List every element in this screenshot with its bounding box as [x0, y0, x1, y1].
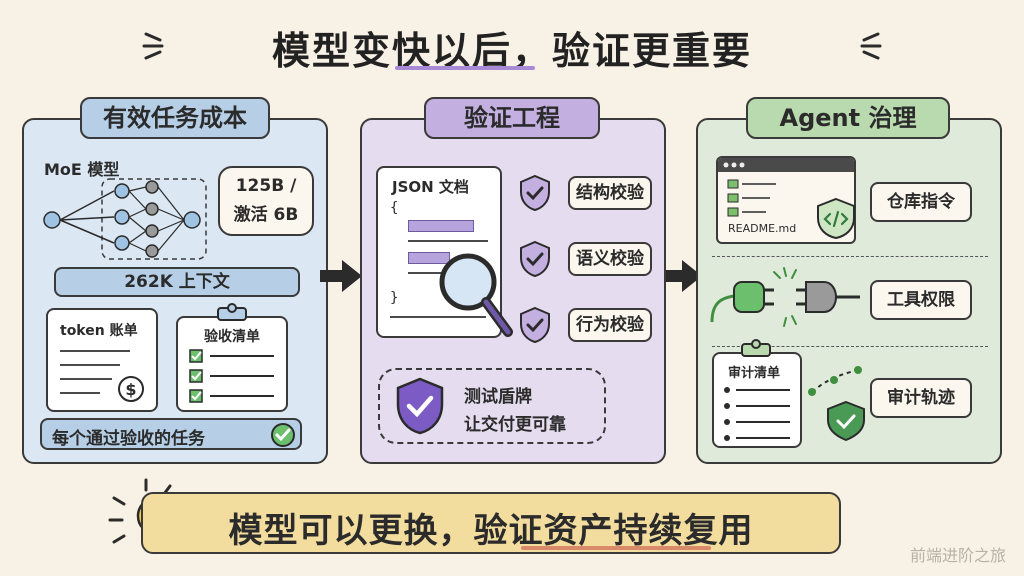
item-repo-instructions: 仓库指令	[870, 182, 972, 222]
token-ledger-card: token 账单 $	[46, 308, 158, 412]
params-line-1: 125B /	[235, 176, 297, 196]
acceptance-list-card: 验收清单	[176, 316, 288, 412]
window-dots-icon	[723, 162, 745, 168]
panel-header-task-cost: 有效任务成本	[80, 97, 270, 139]
title-area: 模型变快以后，验证更重要	[142, 14, 882, 74]
token-ledger-title: token 账单	[60, 323, 138, 339]
json-doc-title: JSON 文档	[392, 178, 469, 196]
bottom-banner: 模型可以更换，验证资产持续复用	[141, 492, 841, 554]
watermark: 前端进阶之旅	[909, 546, 1006, 565]
item-audit-trail: 审计轨迹	[870, 378, 972, 418]
passed-task-badge: 每个通过验收的任务	[40, 418, 302, 450]
json-brace-open: {	[390, 200, 399, 216]
panel-header-verification: 验证工程	[424, 97, 600, 139]
folder-tree-icon	[727, 179, 776, 217]
test-shield-box: 测试盾牌 让交付更可靠	[378, 368, 606, 444]
check-structural: 结构校验	[568, 176, 652, 210]
check-circle-icon	[271, 423, 295, 447]
check-semantic: 语义校验	[568, 242, 652, 276]
test-shield-line-2: 让交付更可靠	[464, 415, 566, 435]
item-tool-permissions: 工具权限	[870, 280, 972, 320]
audit-list-title: 审计清单	[728, 366, 781, 381]
shield-check-icon-large	[396, 377, 444, 435]
panel-header-agent-governance: Agent 治理	[746, 97, 950, 139]
audit-trail-icon	[808, 366, 865, 442]
magnifier-icon	[439, 253, 513, 337]
arrow-right-icon-2	[660, 260, 702, 292]
context-window-badge: 262K 上下文	[54, 267, 300, 297]
title-underline	[395, 66, 535, 70]
clipboard-clip-icon-2	[741, 339, 771, 357]
audit-list-card: 审计清单	[712, 352, 802, 448]
check-behavioral: 行为校验	[568, 308, 652, 342]
code-icon	[817, 197, 855, 240]
moe-label: MoE 模型	[44, 160, 120, 179]
title-sparkle-left-icon	[142, 32, 164, 60]
json-brace-close: }	[390, 290, 399, 306]
test-shield-line-1: 测试盾牌	[464, 387, 532, 407]
moe-network-icon	[43, 178, 207, 260]
divider-2	[712, 346, 988, 347]
divider-1	[712, 256, 988, 257]
json-document-card: JSON 文档 { }	[376, 166, 502, 338]
plug-icon	[710, 267, 860, 327]
bottom-banner-text: 模型可以更换，验证资产持续复用	[228, 511, 754, 551]
arrow-right-icon	[320, 260, 362, 292]
window-titlebar	[718, 158, 854, 172]
audit-lines-icon	[724, 387, 790, 441]
page-title: 模型变快以后，验证更重要	[271, 29, 752, 73]
clipboard-clip-icon	[217, 303, 247, 321]
readme-file: README.md	[728, 222, 797, 235]
dollar-icon: $	[118, 376, 144, 402]
params-line-2: 激活 6B	[233, 205, 299, 225]
acceptance-list-title: 验收清单	[204, 329, 260, 345]
title-sparkle-right-icon	[860, 32, 882, 60]
svg-text:$: $	[125, 380, 136, 399]
shield-check-icon-1	[520, 174, 550, 212]
shield-check-icon-3	[520, 306, 550, 344]
bottom-underline	[521, 546, 711, 550]
passed-task-label: 每个通过验收的任务	[52, 429, 205, 449]
checklist-icon	[189, 349, 274, 403]
shield-check-icon-2	[520, 240, 550, 278]
params-bubble: 125B / 激活 6B	[218, 166, 314, 236]
